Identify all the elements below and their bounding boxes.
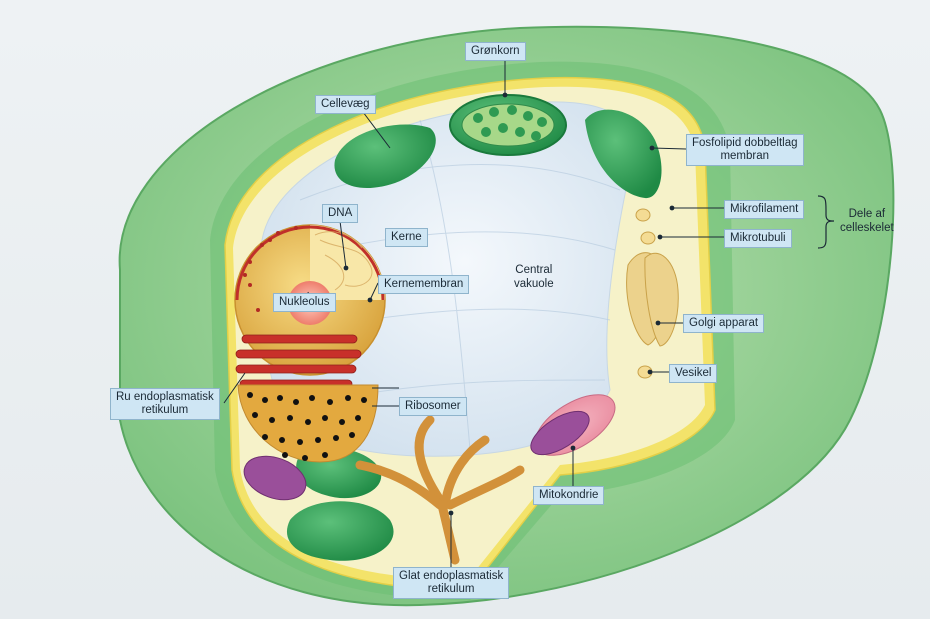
label-cellevaeg: Cellevæg: [315, 95, 376, 114]
label-glat-er: Glat endoplasmatisk retikulum: [393, 567, 509, 599]
label-vesikel: Vesikel: [669, 364, 717, 383]
label-ru-er: Ru endoplasmatisk retikulum: [110, 388, 220, 420]
label-celleskelet: Dele af celleskelet: [840, 207, 894, 235]
label-central-vakuole: Central vakuole: [514, 263, 554, 291]
label-gronkorn: Grønkorn: [465, 42, 526, 61]
label-kernemembran: Kernemembran: [378, 275, 469, 294]
label-fosfolipid: Fosfolipid dobbeltlag membran: [686, 134, 804, 166]
label-ribosomer: Ribosomer: [399, 397, 467, 416]
label-mikrotubuli: Mikrotubuli: [724, 229, 792, 248]
vesicle-1: [636, 209, 650, 221]
label-kerne: Kerne: [385, 228, 428, 247]
label-dna: DNA: [322, 204, 358, 223]
chloroplast-bottom-b: [287, 501, 394, 561]
label-mitokondrie: Mitokondrie: [533, 486, 604, 505]
label-nukleolus: Nukleolus: [273, 293, 336, 312]
label-golgi: Golgi apparat: [683, 314, 764, 333]
vesicle-2: [641, 232, 655, 244]
label-mikrofilament: Mikrofilament: [724, 200, 804, 219]
